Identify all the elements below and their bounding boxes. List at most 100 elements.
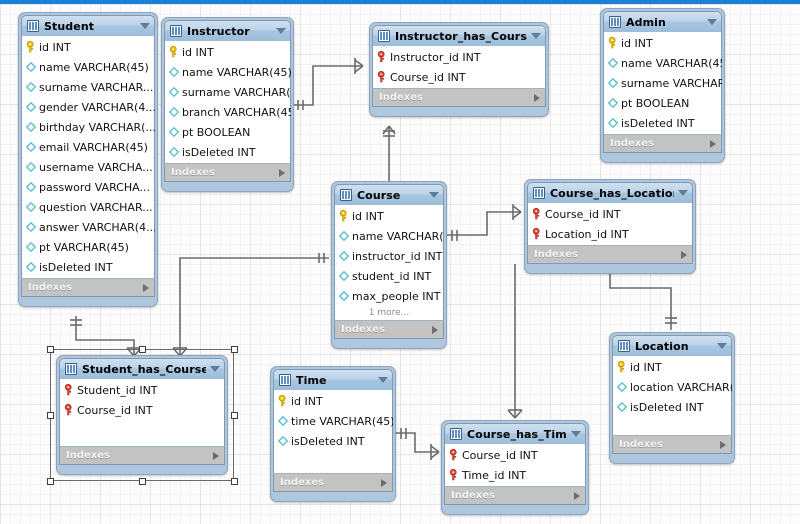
- column-row[interactable]: branch VARCHAR(45): [165, 102, 291, 122]
- column-row[interactable]: id INT: [165, 42, 290, 62]
- column-row[interactable]: surname VARCHAR...: [22, 77, 154, 97]
- column-row[interactable]: id INT: [335, 206, 443, 226]
- column-row[interactable]: Instructor_id INT: [373, 47, 545, 67]
- chevron-right-icon[interactable]: [710, 139, 716, 148]
- chevron-right-icon[interactable]: [534, 93, 540, 102]
- column-row[interactable]: Course_id INT: [445, 445, 585, 465]
- indexes-section-instructor[interactable]: Indexes: [164, 163, 291, 182]
- column-row[interactable]: question VARCHAR...: [22, 197, 154, 217]
- chevron-down-icon[interactable]: [378, 377, 388, 383]
- column-row[interactable]: pt VARCHAR(45): [22, 237, 154, 257]
- chevron-right-icon[interactable]: [574, 491, 580, 500]
- table-header-instructor[interactable]: Instructor: [164, 20, 291, 41]
- column-row[interactable]: name VARCHAR(45): [22, 57, 154, 77]
- column-row[interactable]: pt BOOLEAN: [604, 93, 721, 113]
- chevron-down-icon[interactable]: [717, 343, 727, 349]
- column-row[interactable]: isDeleted INT: [604, 113, 721, 133]
- indexes-section-instructor_has_course[interactable]: Indexes: [372, 88, 546, 107]
- column-row[interactable]: id INT: [274, 391, 392, 411]
- indexes-section-admin[interactable]: Indexes: [603, 134, 722, 153]
- column-row[interactable]: isDeleted INT: [274, 431, 392, 451]
- column-row[interactable]: name VARCHAR(45): [604, 53, 722, 73]
- chevron-down-icon[interactable]: [276, 28, 286, 34]
- chevron-right-icon[interactable]: [213, 451, 219, 460]
- column-row[interactable]: username VARCHA...: [22, 157, 154, 177]
- indexes-section-course_has_location[interactable]: Indexes: [527, 245, 693, 264]
- column-row[interactable]: password VARCHA...: [22, 177, 154, 197]
- column-row[interactable]: max_people INT: [335, 286, 443, 306]
- column-row[interactable]: name VARCHAR(45): [165, 62, 291, 82]
- column-row[interactable]: email VARCHAR(45): [22, 137, 154, 157]
- chevron-down-icon[interactable]: [707, 19, 717, 25]
- column-row[interactable]: isDeleted INT: [165, 142, 290, 162]
- table-header-course[interactable]: Course: [334, 184, 444, 205]
- table-header-instructor_has_course[interactable]: Instructor_has_Course: [372, 25, 546, 46]
- column-row[interactable]: birthday VARCHAR(...: [22, 117, 155, 137]
- column-row[interactable]: isDeleted INT: [613, 397, 731, 417]
- chevron-down-icon[interactable]: [429, 192, 439, 198]
- resize-handle[interactable]: [138, 477, 146, 485]
- chevron-down-icon[interactable]: [678, 190, 688, 196]
- chevron-down-icon[interactable]: [571, 431, 581, 437]
- table-header-student_has_course[interactable]: Student_has_Course: [59, 358, 225, 379]
- chevron-right-icon[interactable]: [720, 440, 726, 449]
- indexes-section-course_has_time[interactable]: Indexes: [444, 486, 586, 505]
- chevron-right-icon[interactable]: [681, 250, 687, 259]
- column-row[interactable]: id INT: [604, 33, 721, 53]
- chevron-right-icon[interactable]: [381, 478, 387, 487]
- column-row[interactable]: time VARCHAR(45): [274, 411, 393, 431]
- more-columns-label[interactable]: 1 more...: [368, 307, 410, 318]
- column-row[interactable]: location VARCHAR(45): [613, 377, 732, 397]
- indexes-section-course[interactable]: Indexes: [334, 320, 444, 339]
- column-row[interactable]: id INT: [22, 37, 154, 57]
- column-row[interactable]: Course_id INT: [60, 400, 224, 420]
- resize-handle[interactable]: [230, 411, 238, 419]
- chevron-right-icon[interactable]: [143, 283, 149, 292]
- resize-handle[interactable]: [46, 411, 54, 419]
- chevron-right-icon[interactable]: [432, 325, 438, 334]
- indexes-section-location[interactable]: Indexes: [612, 435, 732, 454]
- chevron-down-icon[interactable]: [140, 23, 150, 29]
- chevron-down-icon[interactable]: [210, 366, 220, 372]
- table-header-location[interactable]: Location: [612, 335, 732, 356]
- column-row[interactable]: name VARCHAR(45): [335, 226, 444, 246]
- table-header-course_has_location[interactable]: Course_has_Location: [527, 182, 693, 203]
- column-row[interactable]: Course_id INT: [528, 204, 692, 224]
- indexes-section-time[interactable]: Indexes: [273, 473, 393, 492]
- column-row[interactable]: answer VARCHAR(4...: [22, 217, 155, 237]
- table-header-admin[interactable]: Admin: [603, 11, 722, 32]
- column-row[interactable]: pt BOOLEAN: [165, 122, 290, 142]
- column-row[interactable]: surname VARCHAR(45): [604, 73, 722, 93]
- column-row[interactable]: Course_id INT: [373, 67, 545, 87]
- resize-handle[interactable]: [230, 345, 238, 353]
- column-row[interactable]: Location_id INT: [528, 224, 692, 244]
- resize-handle[interactable]: [138, 345, 146, 353]
- indexes-section-student[interactable]: Indexes: [21, 278, 155, 297]
- chevron-down-icon[interactable]: [531, 33, 541, 39]
- column-row[interactable]: student_id INT: [335, 266, 443, 286]
- column-row[interactable]: id INT: [613, 357, 731, 377]
- resize-handle[interactable]: [230, 477, 238, 485]
- column-row[interactable]: Student_id INT: [60, 380, 224, 400]
- resize-handle[interactable]: [46, 477, 54, 485]
- column-row[interactable]: Time_id INT: [445, 465, 585, 485]
- chevron-right-icon[interactable]: [279, 168, 285, 177]
- column-row[interactable]: instructor_id INT: [335, 246, 443, 266]
- column-row[interactable]: gender VARCHAR(4...: [22, 97, 155, 117]
- table-header-time[interactable]: Time: [273, 369, 393, 390]
- table-header-course_has_time[interactable]: Course_has_Time: [444, 423, 586, 444]
- table-header-student[interactable]: Student: [21, 15, 155, 36]
- resize-handle[interactable]: [46, 345, 54, 353]
- indexes-section-student_has_course[interactable]: Indexes: [59, 446, 225, 465]
